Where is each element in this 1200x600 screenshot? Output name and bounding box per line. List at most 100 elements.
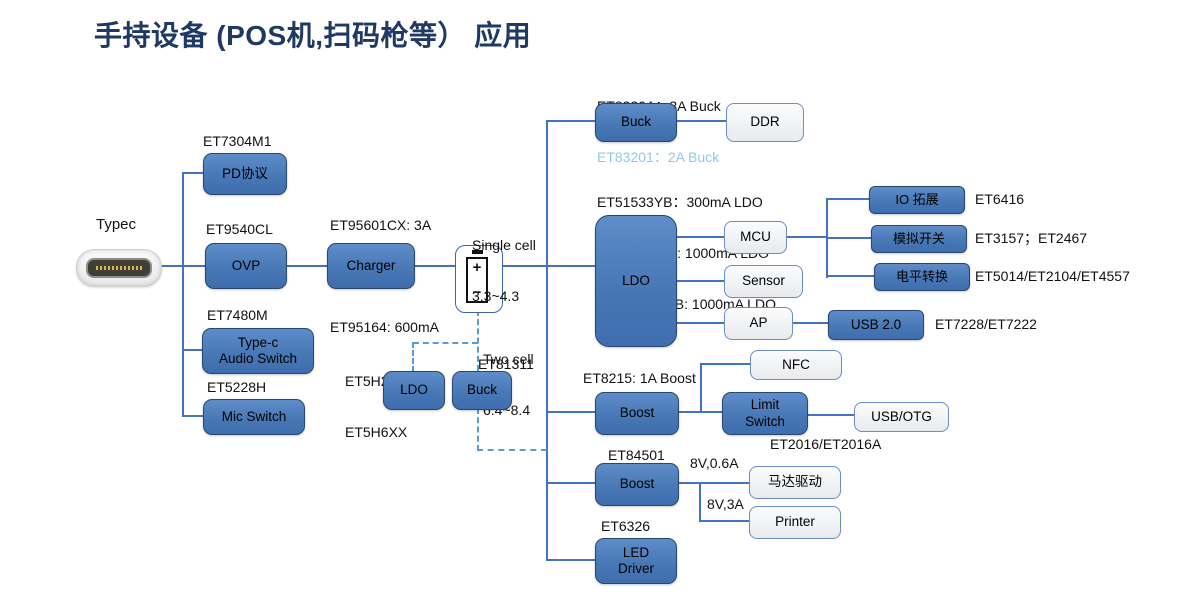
block-sensor: Sensor (724, 265, 803, 298)
ldo-main-part-line1: ET51533YB：300mA LDO (597, 194, 763, 210)
connector-branch-limit (700, 411, 723, 413)
block-label: PD协议 (222, 165, 268, 181)
block-typec-audio-switch: Type-c Audio Switch (202, 328, 314, 374)
limit-switch-part-number: ET2016/ET2016A (770, 436, 882, 452)
battery-plus: + (472, 259, 482, 276)
block-ovp: OVP (205, 243, 287, 289)
block-buck-top: Buck (595, 103, 677, 142)
connector-branch-io (826, 198, 869, 200)
ovp-part-number: ET9540CL (206, 221, 273, 237)
connector-ldo-sensor (675, 280, 724, 282)
battery-cell: + − (466, 257, 488, 303)
battery-minus: − (472, 284, 482, 301)
connector-ap-usb2 (790, 322, 828, 324)
connector-ldo-mcu (675, 236, 724, 238)
single-cell-line1: Single cell (472, 237, 536, 253)
boost2-part-number: ET84501 (608, 447, 665, 463)
block-label: MCU (740, 229, 771, 245)
block-label: Buck (620, 114, 651, 130)
block-label: OVP (231, 257, 261, 273)
block-led-driver: LED Driver (595, 538, 677, 584)
typec-label: Typec (96, 216, 137, 233)
connector-bus-boost2 (546, 482, 596, 484)
buck-small-part-number: ET81311 (478, 356, 534, 372)
block-charger: Charger (327, 243, 415, 289)
connector-battery-ldo (501, 265, 596, 267)
block-motor-driver: 马达驱动 (749, 466, 841, 499)
typec-slot (86, 258, 152, 278)
block-boost2: Boost (595, 463, 679, 506)
connector-typec-trunk (182, 172, 184, 417)
connector-branch-printer (699, 520, 749, 522)
block-label: LED Driver (618, 544, 654, 576)
typec-pins (96, 266, 142, 270)
block-label: Type-c Audio Switch (218, 334, 298, 366)
connector-ovp-charger (285, 265, 328, 267)
block-label: LDO (622, 272, 650, 288)
block-label: AP (749, 315, 768, 331)
block-label: Sensor (742, 273, 785, 289)
connector-buck-ddr (675, 120, 726, 122)
level-shifter-part-number: ET5014/ET2104/ET4557 (975, 268, 1130, 284)
block-label: Printer (775, 514, 815, 530)
block-label: USB 2.0 (850, 316, 902, 332)
connector-trunk-pd (182, 172, 204, 174)
connector-ldo-ap (675, 322, 724, 324)
block-usb2: USB 2.0 (828, 310, 924, 340)
block-limit-switch: Limit Switch (722, 392, 808, 435)
block-label: LDO (400, 382, 428, 398)
block-ldo-small: LDO (383, 371, 445, 410)
block-analog-switch: 模拟开关 (871, 225, 967, 253)
battery-terminal (472, 250, 483, 254)
buck-top-part-line2: ET83201：2A Buck (597, 149, 720, 165)
boost1-part-number: ET8215: 1A Boost (583, 370, 696, 386)
connector-charger-battery (413, 265, 456, 267)
connector-bus-led (546, 559, 596, 561)
block-label: Charger (346, 257, 396, 273)
block-printer: Printer (749, 506, 841, 539)
dashed-to-bus (477, 449, 547, 451)
block-buck-small: Buck (452, 371, 512, 410)
dashed-branch-ldo-h (413, 342, 478, 344)
connector-limit-usbotg (806, 414, 854, 416)
dashed-buck-down (477, 408, 479, 451)
boost2-out-top-label: 8V,0.6A (690, 455, 739, 471)
block-pd-protocol: PD协议 (203, 153, 287, 195)
connector-boost1-junction (677, 411, 702, 413)
connector-mcu-junction (785, 236, 828, 238)
block-label: Buck (466, 382, 497, 398)
ldo-small-part-line2: ET5H6XX (345, 424, 408, 440)
page-title: 手持设备 (POS机,扫码枪等） 应用 (94, 20, 532, 51)
connector-branch-analog (826, 237, 871, 239)
block-label: DDR (750, 114, 780, 130)
block-label: 电平转换 (895, 269, 948, 285)
connector-branch-level (826, 275, 874, 277)
mic-switch-part-number: ET5228H (207, 379, 267, 395)
block-label: 马达驱动 (768, 474, 822, 490)
audio-switch-part-number: ET7480M (207, 307, 268, 323)
connector-bus-buck (546, 120, 596, 122)
analog-switch-part-number: ET3157；ET2467 (975, 230, 1088, 246)
charger-part-line1: ET95601CX: 3A (330, 217, 432, 233)
connector-nfc-branch (700, 363, 702, 413)
typec-connector-icon (76, 249, 162, 287)
connector-bus-boost1 (546, 411, 596, 413)
block-ap: AP (724, 307, 793, 340)
connector-branch-nfc (700, 363, 751, 365)
single-cell-label: Single cell 3.3~4.3 (472, 203, 536, 339)
connector-boost2-branch (699, 482, 701, 522)
dashed-branch-ldo-v (412, 342, 414, 372)
block-label: 模拟开关 (892, 231, 945, 247)
block-label: Boost (619, 476, 655, 492)
usb2-part-number: ET7228/ET7222 (935, 316, 1037, 332)
block-level-shifter: 电平转换 (874, 263, 970, 291)
connector-trunk-mic (182, 415, 204, 417)
block-io-expander: IO 拓展 (869, 186, 965, 214)
connector-trunk-audio (182, 349, 203, 351)
single-cell-line2: 3.3~4.3 (472, 288, 520, 304)
pd-part-number: ET7304M1 (203, 133, 272, 149)
charger-part-line3: ET95164: 600mA (330, 319, 439, 335)
block-label: Limit Switch (745, 397, 785, 429)
block-boost1: Boost (595, 392, 679, 435)
